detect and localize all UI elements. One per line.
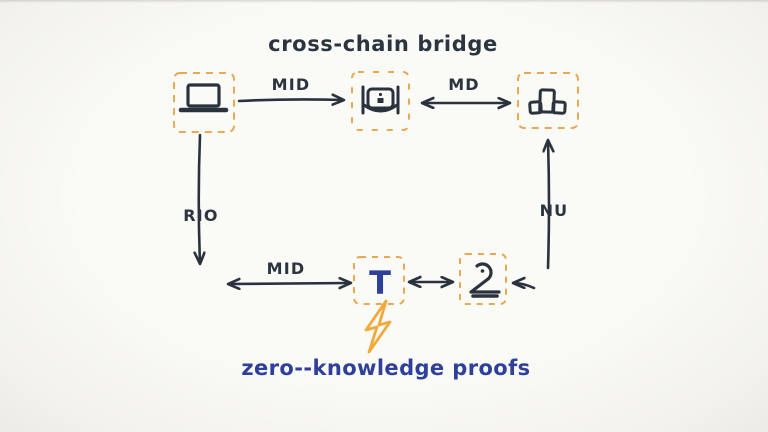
laptop-node-border <box>173 72 235 133</box>
edge-label-md: MD <box>448 75 480 94</box>
edge-label-mid-top: MID <box>272 75 311 94</box>
edge-up-to-blocks <box>548 141 549 270</box>
verifier-letter: T <box>369 264 391 302</box>
blocks-node-border <box>517 72 579 129</box>
prover-node <box>459 253 507 305</box>
laptop-icon <box>178 83 229 113</box>
diagram-title: cross-chain bridge <box>268 32 498 56</box>
verifier-node-border <box>353 256 405 305</box>
laptop-node <box>173 72 235 133</box>
verifier-node: T <box>353 256 405 305</box>
edge-bottom-link <box>229 283 350 284</box>
bridge-node-border <box>351 71 410 131</box>
edge-laptop-down <box>199 133 200 263</box>
blocks-icon <box>528 88 567 115</box>
bridge-icon <box>361 85 400 115</box>
bridge-node <box>351 71 410 131</box>
edge-laptop-to-bridge <box>237 99 343 101</box>
prover-node-border <box>459 253 507 305</box>
prover-icon <box>469 262 501 298</box>
lightning-bolt-icon <box>364 299 392 354</box>
edge-label-rio: RIO <box>183 206 218 225</box>
blocks-node <box>517 72 579 129</box>
edge-into-prover <box>514 283 536 290</box>
edge-label-mid-bottom: MID <box>267 259 306 278</box>
caption: zero--knowledge proofs <box>241 356 530 380</box>
edge-label-nu: NU <box>540 201 569 220</box>
